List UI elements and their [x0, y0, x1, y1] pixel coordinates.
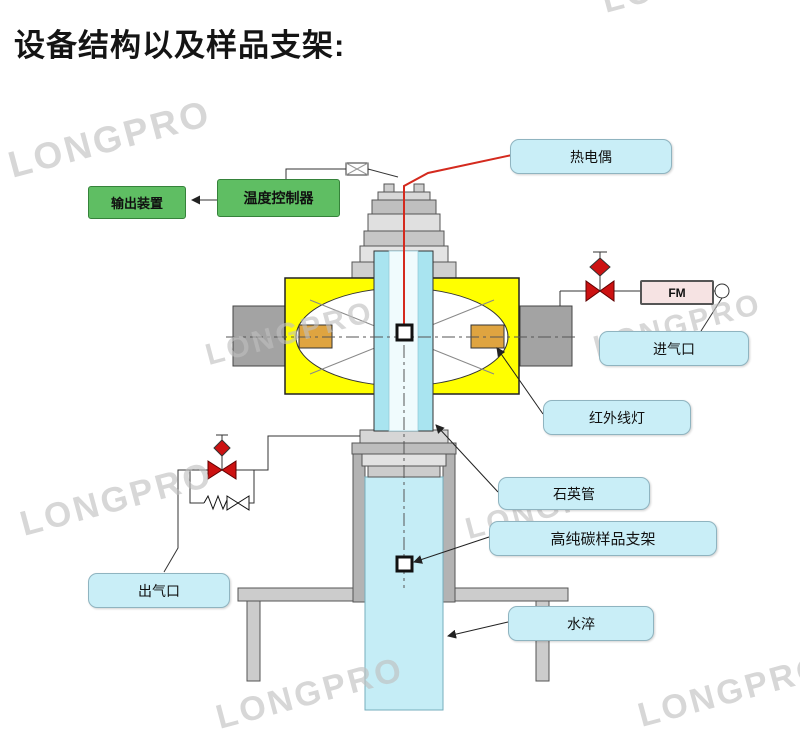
furnace-side-blocks [232, 305, 573, 367]
controller-wiring [191, 162, 399, 205]
gas-outlet-line [163, 435, 360, 573]
label-temp-controller: 温度控制器 [217, 179, 340, 217]
label-quartz-tube: 石英管 [498, 477, 650, 510]
sample-holder-markers [395, 323, 414, 573]
label-output-device: 输出装置 [88, 186, 186, 219]
inlet-valve [585, 251, 615, 302]
check-valve [237, 495, 250, 511]
relief-spring [203, 494, 228, 511]
page-title: 设备结构以及样品支架: [14, 28, 346, 63]
label-infrared-lamp: 红外线灯 [543, 400, 691, 435]
gas-inlet-line [559, 283, 730, 332]
leader-lines [413, 347, 544, 639]
label-gas-inlet: 进气口 [599, 331, 749, 366]
label-sample-holder: 高纯碳样品支架 [489, 521, 717, 556]
label-water-quench: 水淬 [508, 606, 654, 641]
outlet-valve [207, 434, 237, 480]
label-flow-meter: FM [640, 280, 714, 305]
label-thermocouple: 热电偶 [510, 139, 672, 174]
check-valve [226, 495, 239, 511]
label-gas-outlet: 出气口 [88, 573, 230, 608]
thermocouple-wire [403, 154, 513, 328]
